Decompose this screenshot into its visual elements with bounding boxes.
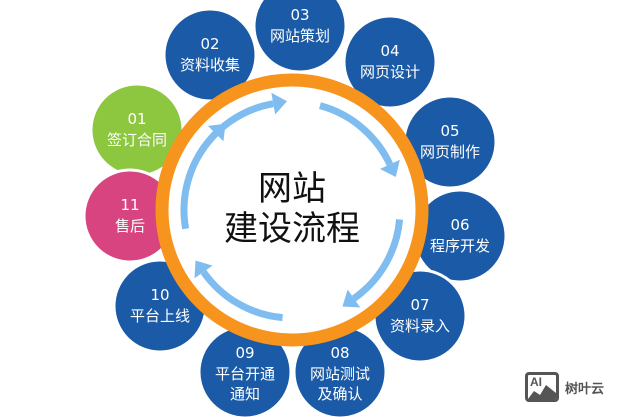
arrow-head-icon xyxy=(207,123,226,142)
step-06: 06 程序开发 xyxy=(412,188,508,284)
step-label: 及确认 xyxy=(317,385,362,403)
step-number: 06 xyxy=(450,216,469,234)
center-title-line2: 建设流程 xyxy=(224,209,360,249)
step-label: 资料录入 xyxy=(390,317,450,335)
step-label: 网站策划 xyxy=(270,27,330,45)
watermark-text: 树叶云 xyxy=(565,381,605,397)
arrow-head-icon xyxy=(194,260,213,279)
step-03: 03 网站策划 xyxy=(252,0,348,74)
step-label: 网页设计 xyxy=(360,63,420,81)
step-label: 平台上线 xyxy=(130,307,190,325)
step-05: 05 网页制作 xyxy=(402,94,498,190)
step-number: 10 xyxy=(150,286,169,304)
step-number: 11 xyxy=(120,196,139,214)
step-label: 售后 xyxy=(115,217,145,235)
step-number: 05 xyxy=(440,122,459,140)
step-label: 网页制作 xyxy=(420,143,480,161)
step-number: 09 xyxy=(235,344,254,362)
cycle-arrow xyxy=(200,269,283,322)
step-number: 08 xyxy=(330,344,349,362)
watermark: AI 树叶云 xyxy=(525,372,604,402)
step-label: 网站测试 xyxy=(310,365,370,383)
center-title-line1: 网站 xyxy=(258,169,326,209)
step-02: 02 资料收集 xyxy=(162,7,258,103)
arrow-head-icon xyxy=(271,92,288,115)
step-number: 03 xyxy=(290,6,309,24)
arrow-head-icon xyxy=(342,289,361,308)
step-number: 01 xyxy=(127,110,146,128)
step-number: 07 xyxy=(410,296,429,314)
arrow-head-icon xyxy=(379,159,400,178)
watermark-logo-icon: AI xyxy=(525,372,559,402)
step-label: 签订合同 xyxy=(107,131,167,149)
cycle-arrow xyxy=(319,102,394,166)
step-label: 平台开通 xyxy=(215,365,275,383)
step-04: 04 网页设计 xyxy=(342,14,438,110)
center-ring xyxy=(155,73,429,347)
cycle-arrow xyxy=(351,219,404,302)
step-circle xyxy=(252,0,348,74)
step-label: 程序开发 xyxy=(430,237,490,255)
step-circle xyxy=(342,14,438,110)
step-label: 通知 xyxy=(230,385,260,403)
step-number: 04 xyxy=(380,42,399,60)
cycle-arrow xyxy=(180,131,219,230)
step-label: 资料收集 xyxy=(180,56,240,74)
step-number: 02 xyxy=(200,35,219,53)
